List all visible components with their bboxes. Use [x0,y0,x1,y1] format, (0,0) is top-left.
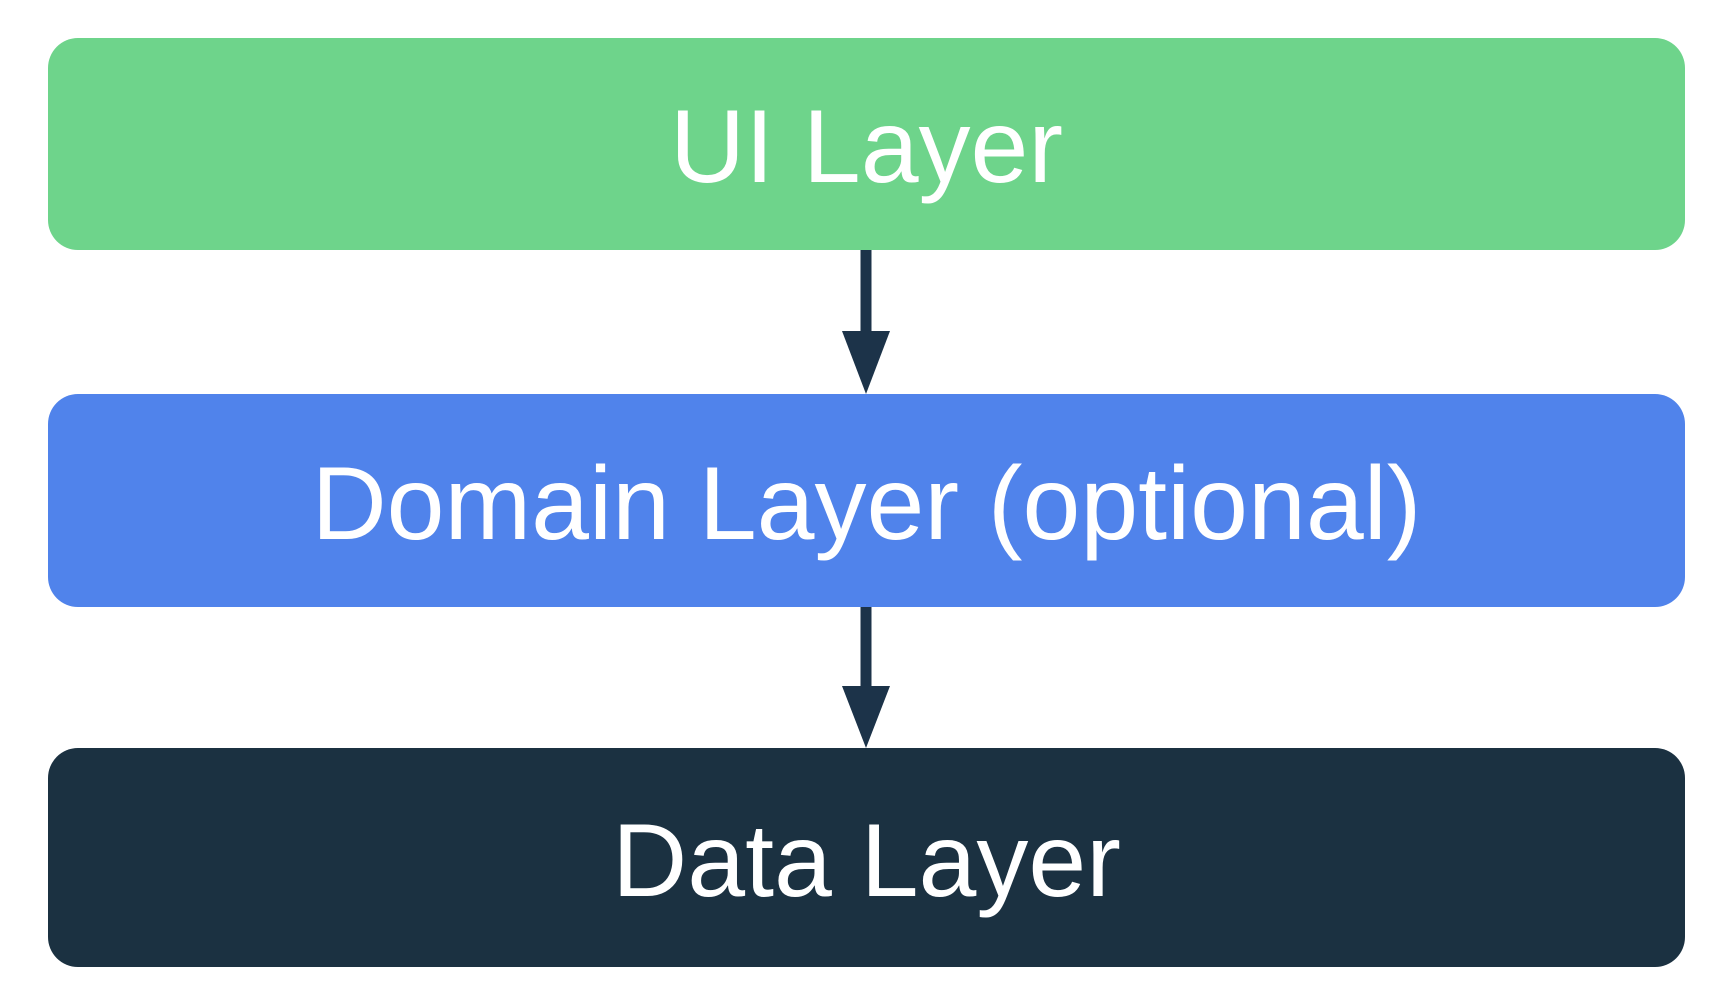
arrow-head [842,686,890,748]
arrow-shaft [860,607,872,688]
layer-box-data: Data Layer [48,748,1685,967]
arrow-shaft [860,250,872,333]
layer-label-data: Data Layer [612,802,1121,919]
arrow-head [842,331,890,394]
layer-box-domain: Domain Layer (optional) [48,394,1685,607]
arrow-down-icon [842,250,890,394]
layer-box-ui: UI Layer [48,38,1685,250]
arrow-down-icon [842,607,890,748]
layer-label-ui: UI Layer [669,89,1064,205]
layer-label-domain: Domain Layer (optional) [311,445,1422,562]
